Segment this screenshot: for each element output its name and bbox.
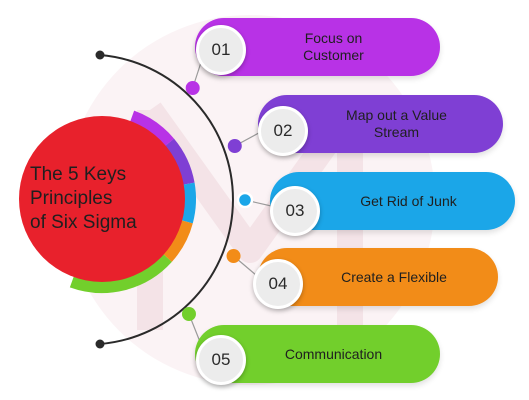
center-circle (19, 116, 185, 282)
connector-dot-01 (185, 81, 200, 95)
ring-segment-5 (69, 253, 172, 293)
center-title: The 5 Keys Principles of Six Sigma (30, 163, 178, 235)
step-label: Get Rid of Junk (360, 193, 457, 210)
step-number-badge: 05 (196, 335, 246, 385)
arc-end-dot-top (95, 50, 105, 60)
step-label-line: Communication (284, 345, 383, 362)
step-label-line: Stream (373, 124, 420, 140)
step-label-line: Map out a Value (346, 107, 447, 123)
ring-segment-1 (129, 110, 175, 147)
step-number-badge: 01 (196, 25, 246, 75)
color-ring (69, 110, 196, 293)
arc-end-dot-bottom (95, 339, 105, 349)
step-label-line: Get Rid of Junk (360, 192, 457, 209)
ring-segment-3 (181, 182, 196, 224)
title-line: of Six Sigma (30, 212, 137, 233)
step-label-line: Create a Flexible (341, 268, 447, 285)
step-number-badge: 04 (253, 259, 303, 309)
step-number-badge: 03 (270, 186, 320, 236)
step-number-badge: 02 (258, 106, 308, 156)
connector-dot-03 (236, 191, 254, 209)
ring-segment-2 (164, 138, 195, 185)
connector-dot-04 (226, 249, 241, 263)
step-label: Communication (285, 346, 382, 363)
title-line: Principles (30, 188, 113, 209)
ring-segment-4 (162, 220, 193, 262)
step-label: Create a Flexible (341, 269, 447, 286)
step-label-line: Focus on (304, 30, 363, 46)
connector-dot-05 (181, 307, 196, 321)
connector-dot-02 (227, 139, 242, 153)
connectors (181, 46, 281, 358)
title-line: The 5 Keys (30, 164, 127, 185)
step-label-line: Customer (303, 47, 364, 63)
connector-arc (99, 54, 234, 345)
